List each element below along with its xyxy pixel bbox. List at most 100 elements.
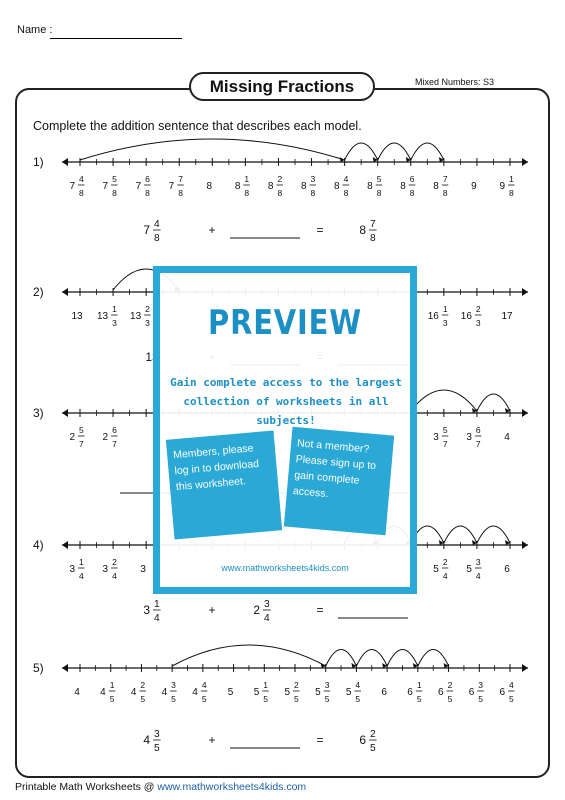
problem-label-4: 4) bbox=[33, 538, 44, 552]
axis-arrow-right-5 bbox=[522, 664, 528, 672]
eq-a-5-den: 5 bbox=[154, 743, 160, 754]
tick-label-1-7-num: 3 bbox=[311, 174, 316, 184]
axis-arrow-left-2 bbox=[62, 288, 68, 296]
tick-label-5-13-den: 5 bbox=[478, 694, 483, 704]
jump-arrowhead-3-0 bbox=[471, 408, 477, 413]
tick-label-2-1-whole: 13 bbox=[97, 311, 109, 322]
jump-arc-1-0 bbox=[79, 138, 345, 161]
problem-label-3: 3) bbox=[33, 406, 44, 420]
tick-label-5-8-den: 5 bbox=[325, 694, 330, 704]
tick-label-1-4: 8 bbox=[207, 181, 213, 192]
tick-label-5-7-den: 5 bbox=[294, 694, 299, 704]
preview-tagline: Gain complete access to the largest coll… bbox=[170, 376, 402, 427]
tick-label-4-12-den: 4 bbox=[476, 571, 481, 581]
jump-arrowhead-1-1 bbox=[372, 157, 378, 162]
tick-label-4-13: 6 bbox=[504, 564, 510, 575]
tick-label-3-1-whole: 2 bbox=[103, 432, 109, 443]
eq-b-4-whole: 2 bbox=[253, 603, 260, 617]
tick-label-4-0-num: 1 bbox=[79, 557, 84, 567]
tick-label-1-6-den: 8 bbox=[277, 188, 282, 198]
jump-arc-3-0 bbox=[410, 389, 478, 412]
problem-label-5: 5) bbox=[33, 661, 44, 675]
tick-label-5-13-whole: 6 bbox=[469, 687, 475, 698]
tick-label-5-6-whole: 5 bbox=[254, 687, 260, 698]
jump-arc-4-3 bbox=[443, 525, 478, 544]
jump-arrowhead-4-4 bbox=[505, 540, 510, 545]
tick-label-3-12-num: 6 bbox=[476, 425, 481, 435]
tick-label-2-1-num: 1 bbox=[112, 304, 117, 314]
tick-label-2-2-den: 3 bbox=[145, 318, 150, 328]
tick-label-5-9-whole: 5 bbox=[346, 687, 352, 698]
tick-label-3-1-den: 7 bbox=[112, 439, 117, 449]
tick-label-1-2-den: 8 bbox=[145, 188, 150, 198]
eq-equals-4: = bbox=[316, 603, 323, 617]
tick-label-5-12-whole: 6 bbox=[438, 687, 444, 698]
tick-label-3-12-den: 7 bbox=[476, 439, 481, 449]
jump-arrowhead-3-1 bbox=[505, 408, 510, 413]
tick-label-1-9-num: 5 bbox=[377, 174, 382, 184]
tick-label-1-10-whole: 8 bbox=[400, 181, 406, 192]
jump-arrowhead-1-3 bbox=[438, 157, 444, 162]
tick-label-1-3-whole: 7 bbox=[169, 181, 175, 192]
tick-label-5-11-num: 1 bbox=[417, 680, 422, 690]
tick-label-2-2-num: 2 bbox=[145, 304, 150, 314]
tick-label-2-12-num: 2 bbox=[476, 304, 481, 314]
axis-arrow-left-4 bbox=[62, 541, 68, 549]
members-login-card[interactable]: Members, please log in to download this … bbox=[165, 430, 283, 540]
tick-label-1-1-whole: 7 bbox=[103, 181, 109, 192]
axis-arrow-left-5 bbox=[62, 664, 68, 672]
preview-url-link[interactable]: www.mathworksheets4kids.com bbox=[221, 563, 349, 573]
tick-label-2-0: 13 bbox=[71, 311, 83, 322]
tick-label-4-12-whole: 5 bbox=[466, 564, 472, 575]
jump-arrowhead-1-0 bbox=[339, 157, 345, 162]
tick-label-5-3-den: 5 bbox=[171, 694, 176, 704]
tick-label-1-1-num: 5 bbox=[112, 174, 117, 184]
jump-arrowhead-4-2 bbox=[438, 540, 444, 545]
jump-arc-1-1 bbox=[344, 142, 379, 161]
jump-arc-1-2 bbox=[377, 142, 412, 161]
tick-label-2-2-whole: 13 bbox=[130, 311, 142, 322]
jump-arc-5-0 bbox=[171, 644, 326, 667]
worksheet-title: Missing Fractions bbox=[189, 72, 375, 101]
jump-arc-5-1 bbox=[325, 648, 357, 667]
eq-c-1-whole: 8 bbox=[359, 223, 366, 237]
eq-c-1-num: 7 bbox=[370, 219, 376, 230]
signup-card[interactable]: Not a member? Please sign up to gain com… bbox=[283, 426, 395, 536]
jump-arrowhead-5-0 bbox=[320, 663, 326, 668]
jump-arrowhead-5-1 bbox=[351, 663, 357, 668]
jump-arrowhead-5-3 bbox=[412, 663, 418, 668]
tick-label-5-3-num: 3 bbox=[171, 680, 176, 690]
tick-label-4-1-num: 2 bbox=[112, 557, 117, 567]
tick-label-5-7-whole: 5 bbox=[284, 687, 290, 698]
tick-label-3-11-den: 7 bbox=[443, 439, 448, 449]
eq-a-1-whole: 7 bbox=[143, 223, 150, 237]
tick-label-5-9-num: 4 bbox=[355, 680, 360, 690]
tick-label-1-8-den: 8 bbox=[344, 188, 349, 198]
footer-link[interactable]: www.mathworksheets4kids.com bbox=[157, 781, 307, 793]
tick-label-5-4-whole: 4 bbox=[192, 687, 198, 698]
eq-b-4-den: 4 bbox=[264, 613, 270, 624]
name-input-line[interactable] bbox=[50, 38, 182, 39]
tick-label-4-11-den: 4 bbox=[443, 571, 448, 581]
tick-label-1-6-num: 2 bbox=[277, 174, 282, 184]
jump-arc-5-4 bbox=[417, 648, 450, 667]
tick-label-1-12: 9 bbox=[471, 181, 477, 192]
tick-label-2-12-whole: 16 bbox=[461, 311, 473, 322]
tick-label-1-0-num: 4 bbox=[79, 174, 84, 184]
tick-label-5-4-den: 5 bbox=[202, 694, 207, 704]
tick-label-5-1-num: 1 bbox=[110, 680, 115, 690]
tick-label-4-11-whole: 5 bbox=[433, 564, 439, 575]
tick-label-1-1-den: 8 bbox=[112, 188, 117, 198]
axis-arrow-left-1 bbox=[62, 158, 68, 166]
tick-label-1-3-den: 8 bbox=[178, 188, 183, 198]
tick-label-3-1-num: 6 bbox=[112, 425, 117, 435]
eq-c-1-den: 8 bbox=[370, 233, 376, 244]
tick-label-5-11-whole: 6 bbox=[407, 687, 413, 698]
tick-label-5-11-den: 5 bbox=[417, 694, 422, 704]
tick-label-1-10-den: 8 bbox=[410, 188, 415, 198]
axis-arrow-right-1 bbox=[522, 158, 528, 166]
tick-label-5-9-den: 5 bbox=[355, 694, 360, 704]
eq-equals-1: = bbox=[316, 223, 323, 237]
tick-label-5-8-num: 3 bbox=[325, 680, 330, 690]
jump-arc-1-3 bbox=[410, 142, 445, 161]
